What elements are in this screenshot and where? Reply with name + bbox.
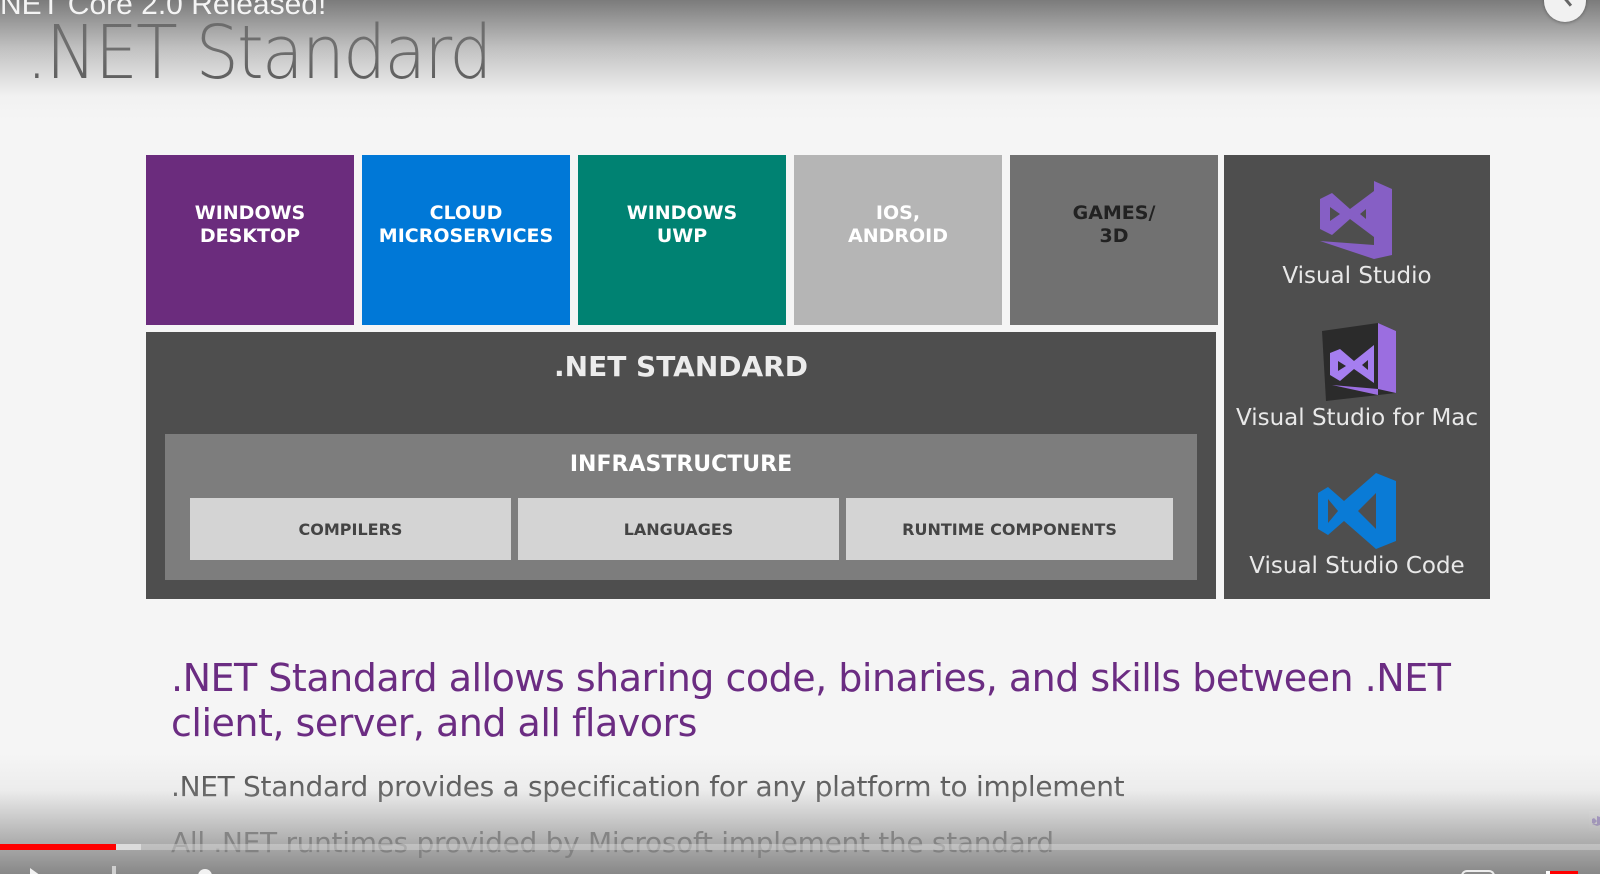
tool-visual-studio-for-mac: Visual Studio for Mac (1224, 323, 1490, 431)
infrastructure-panel: INFRASTRUCTURE COMPILERS LANGUAGES RUNTI… (165, 434, 1197, 580)
tool-visual-studio-code: Visual Studio Code (1224, 473, 1490, 579)
component-languages: LANGUAGES (518, 498, 839, 560)
slide-title: .NET Standard (26, 10, 492, 96)
clock-icon[interactable] (1544, 0, 1586, 22)
component-runtime-components: RUNTIME COMPONENTS (846, 498, 1173, 560)
progress-bar[interactable] (0, 844, 1600, 850)
visual-studio-mac-icon (1322, 323, 1396, 401)
platform-tile-windows-uwp: WINDOWS UWP (578, 155, 786, 325)
tool-label: Visual Studio Code (1249, 553, 1465, 579)
next-icon[interactable] (112, 866, 116, 874)
settings-icon[interactable] (1461, 870, 1495, 874)
net-standard-panel: .NET STANDARD INFRASTRUCTURE COMPILERS L… (146, 332, 1216, 599)
platform-tile-ios-android: IOS, ANDROID (794, 155, 1002, 325)
volume-icon[interactable] (198, 869, 212, 874)
slide-headline: .NET Standard allows sharing code, binar… (171, 656, 1451, 745)
tools-panel: Visual Studio Visual Studio for Mac Visu… (1224, 155, 1490, 599)
tool-visual-studio: Visual Studio (1224, 179, 1490, 289)
tool-label: Visual Studio for Mac (1235, 405, 1479, 431)
visual-studio-icon (1320, 181, 1392, 259)
progress-played[interactable] (0, 844, 116, 850)
video-title[interactable]: NET Core 2.0 Released! (0, 0, 327, 21)
infrastructure-label: INFRASTRUCTURE (569, 452, 793, 477)
visual-studio-code-icon (1318, 473, 1396, 549)
play-icon[interactable] (30, 868, 44, 874)
platform-tile-games-3d: GAMES/ 3D (1010, 155, 1218, 325)
platform-tile-cloud-microservices: CLOUD MICROSERVICES (362, 155, 570, 325)
net-standard-label: .NET STANDARD (554, 350, 808, 383)
slide-bullet-2: All .NET runtimes provided by Microsoft … (171, 826, 1054, 859)
component-compilers: COMPILERS (190, 498, 511, 560)
slide-bullet-1: .NET Standard provides a specification f… (171, 770, 1125, 803)
youtube-logo[interactable] (1546, 871, 1578, 874)
tool-label: Visual Studio (1282, 263, 1432, 289)
visual-studio-watermark-icon (1592, 816, 1600, 826)
platform-tile-windows-desktop: WINDOWS DESKTOP (146, 155, 354, 325)
channel-watermark[interactable] (1589, 811, 1600, 831)
